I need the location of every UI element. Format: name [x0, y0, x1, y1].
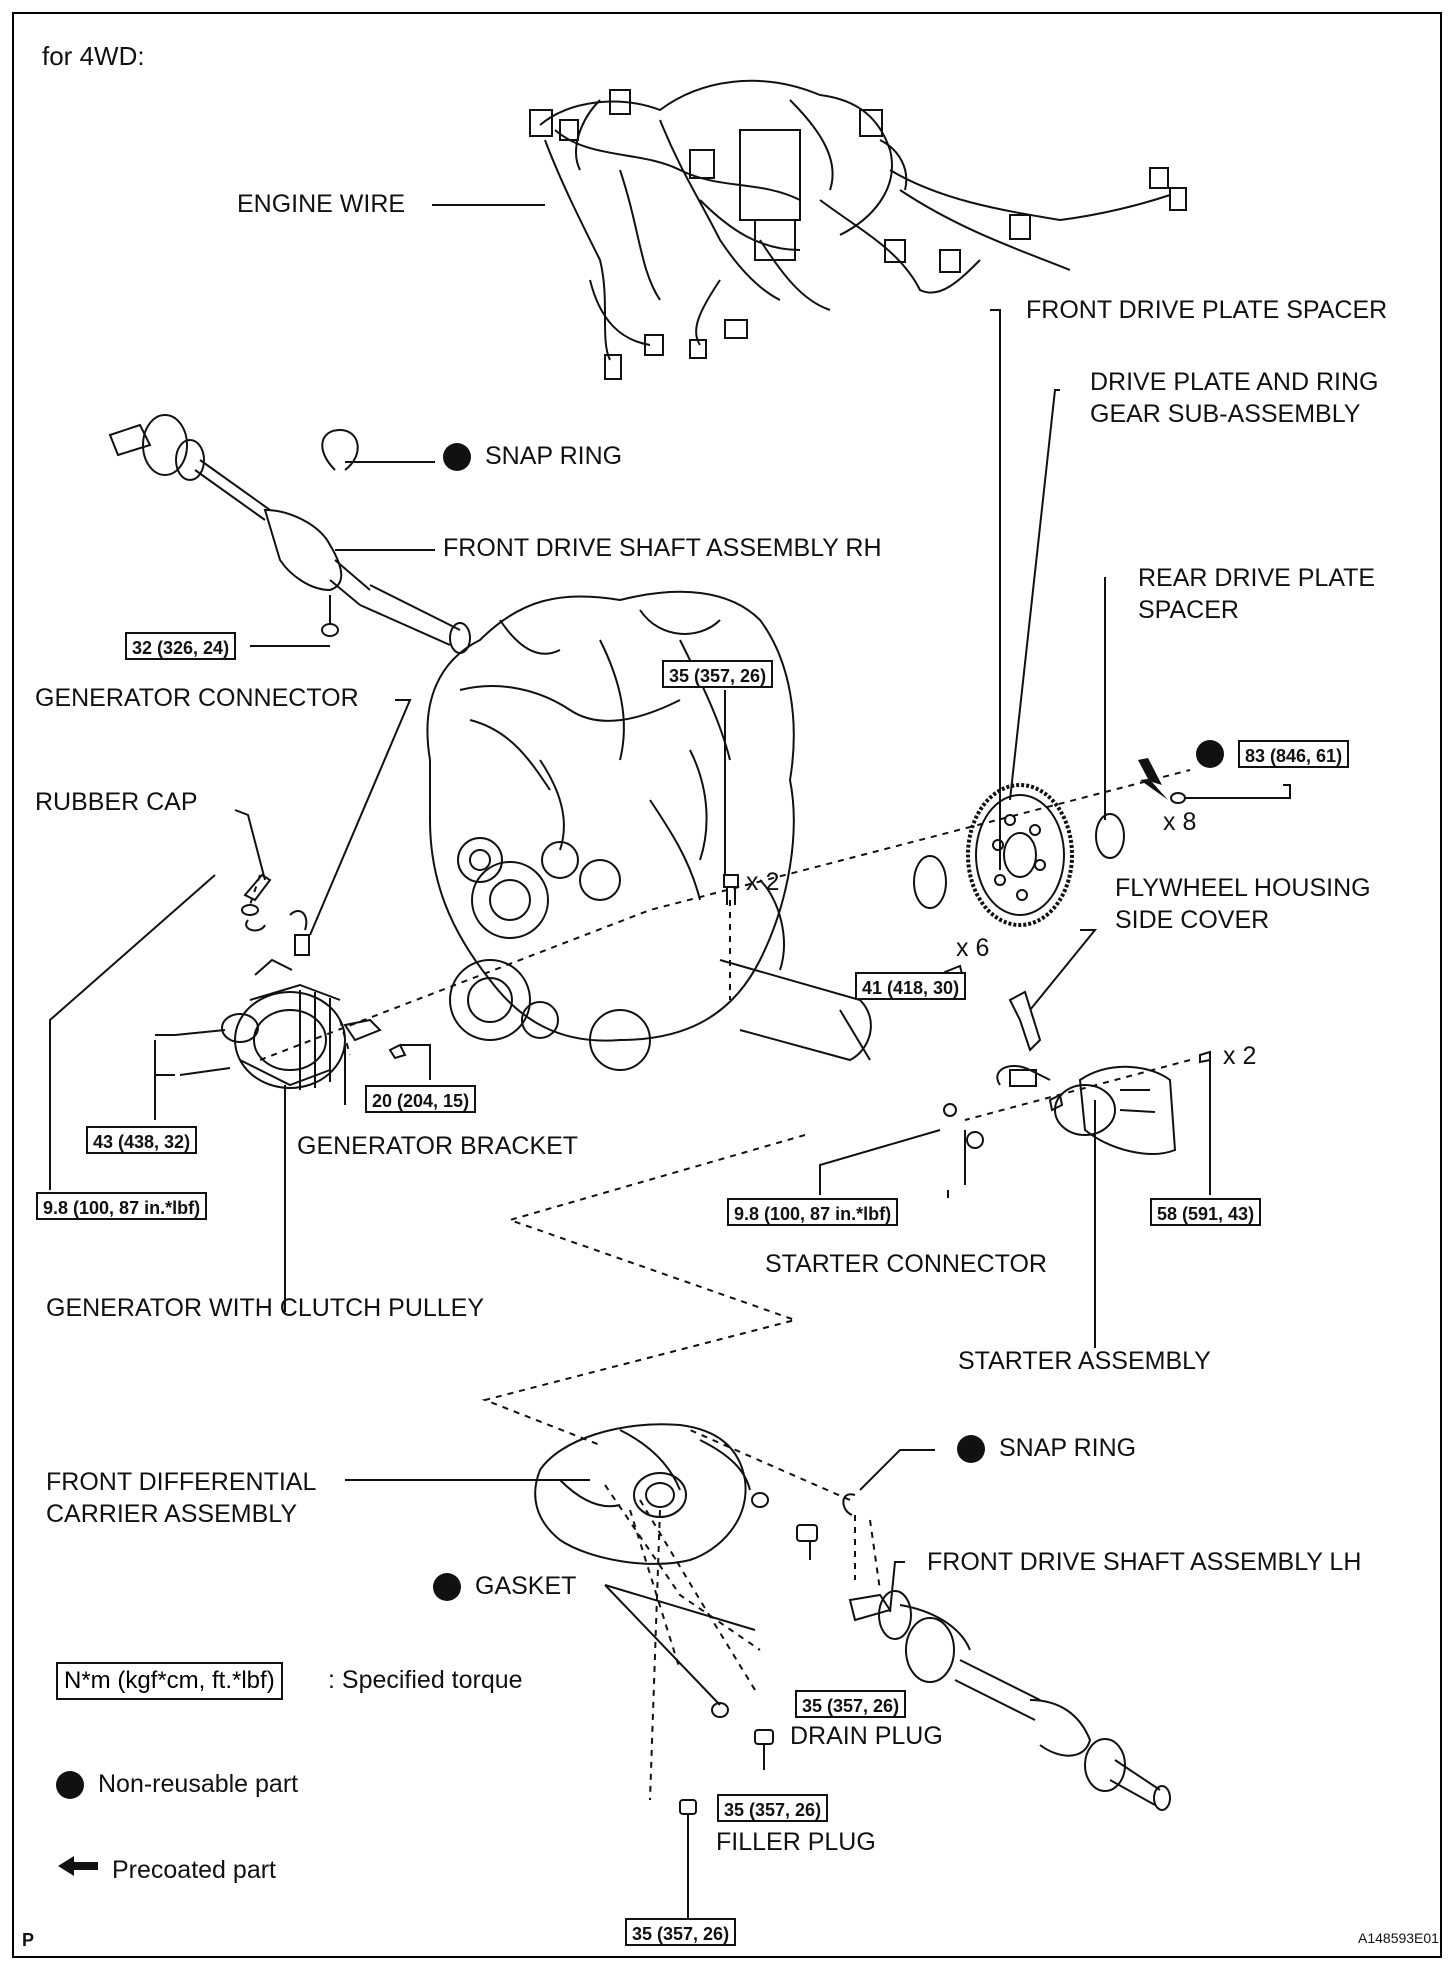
non-reusable-icon: [443, 443, 471, 472]
non-reusable-icon: [433, 1573, 461, 1602]
qty-engine-bolt: x 2: [746, 868, 780, 896]
legend-non-reusable: Non-reusable part: [56, 1768, 298, 1800]
torque-shaft-rh: 32 (326, 24): [125, 632, 237, 660]
label-flywheel-line2: SIDE COVER: [1115, 906, 1270, 934]
torque-engine-bolt: 35 (357, 26): [662, 660, 774, 688]
torque-drive-plate-bolt: 83 (846, 61): [1238, 740, 1350, 768]
plug-drawings: [679, 1492, 818, 1815]
torque-starter-terminal: 9.8 (100, 87 in.*lbf): [727, 1198, 899, 1226]
rear-spacer-drawing: [1095, 813, 1125, 859]
front-spacer-drawing: [913, 855, 947, 909]
label-snap-ring-bottom: SNAP RING: [957, 1432, 1136, 1464]
page-title: for 4WD:: [42, 41, 145, 71]
qty-spacer-bolts: x 6: [956, 934, 990, 962]
label-snap-ring-top: SNAP RING: [443, 440, 622, 472]
label-gasket: GASKET: [433, 1570, 576, 1602]
non-reusable-icon: [1196, 740, 1224, 768]
footer-left-mark: P: [22, 1930, 35, 1950]
label-filler-plug: FILLER PLUG: [716, 1828, 876, 1856]
label-generator-bracket: GENERATOR BRACKET: [297, 1132, 579, 1160]
label-rubber-cap: RUBBER CAP: [35, 788, 198, 816]
drive-plate-ring-gear-drawing: [966, 783, 1074, 927]
flywheel-cover-drawing: [1008, 990, 1042, 1052]
torque-generator-bracket: 20 (204, 15): [365, 1085, 477, 1113]
generator-drawing: [174, 873, 407, 1090]
non-reusable-icon: [56, 1771, 84, 1800]
figure-code: A148593E01: [1358, 1930, 1439, 1946]
label-generator-connector: GENERATOR CONNECTOR: [35, 684, 359, 712]
starter-drawing: [943, 1050, 1211, 1155]
label-starter-assembly: STARTER ASSEMBLY: [958, 1347, 1211, 1375]
label-rear-spacer-line1: REAR DRIVE PLATE: [1138, 564, 1376, 592]
label-diff-line1: FRONT DIFFERENTIAL: [46, 1468, 317, 1496]
label-rear-spacer-line2: SPACER: [1138, 596, 1239, 624]
torque-spacer-bolts: 41 (418, 30): [855, 972, 967, 1000]
drive-shaft-lh-drawing: [848, 1590, 1171, 1811]
torque-drain-plug: 35 (357, 26): [795, 1690, 907, 1718]
label-drive-plate-line2: GEAR SUB-ASSEMBLY: [1090, 400, 1361, 428]
torque-filler-plug: 35 (357, 26): [717, 1794, 829, 1822]
legend-torque-desc: : Specified torque: [328, 1666, 523, 1694]
front-differential-drawing: [534, 1423, 751, 1565]
label-flywheel-line1: FLYWHEEL HOUSING: [1115, 874, 1371, 902]
qty-drive-plate-bolt: x 8: [1163, 808, 1197, 836]
legend-torque-unit-box: N*m (kgf*cm, ft.*lbf): [56, 1662, 283, 1700]
label-front-drive-shaft-rh: FRONT DRIVE SHAFT ASSEMBLY RH: [443, 534, 882, 562]
qty-starter-bolts: x 2: [1223, 1042, 1257, 1070]
torque-generator-terminal: 9.8 (100, 87 in.*lbf): [36, 1192, 208, 1220]
alignment-lines: [249, 769, 1191, 1801]
label-drive-plate-line1: DRIVE PLATE AND RING: [1090, 368, 1379, 396]
snap-ring-bottom-drawing: [842, 1493, 856, 1516]
engine-block-drawing: [426, 590, 872, 1071]
leader-lines: [49, 204, 1291, 1918]
label-front-drive-shaft-lh: FRONT DRIVE SHAFT ASSEMBLY LH: [927, 1548, 1362, 1576]
torque-starter-bolts: 58 (591, 43): [1150, 1198, 1262, 1226]
diagram-frame: [12, 12, 1442, 1958]
label-starter-connector: STARTER CONNECTOR: [765, 1250, 1047, 1278]
precoated-arrow-indicator: [1138, 758, 1168, 800]
engine-wire-harness-drawing: [529, 79, 1187, 380]
torque-diff-bottom: 35 (357, 26): [625, 1918, 737, 1946]
precoated-arrow-icon: [56, 1854, 102, 1886]
drive-plate-bolt-drawing: [1170, 792, 1186, 804]
engine-bolt-drawing: [723, 874, 739, 905]
label-front-drive-plate-spacer: FRONT DRIVE PLATE SPACER: [1026, 296, 1388, 324]
drive-shaft-rh-drawing: [108, 414, 471, 654]
legend-precoated: Precoated part: [56, 1854, 276, 1886]
label-drain-plug: DRAIN PLUG: [790, 1722, 943, 1750]
torque-generator-bolts: 43 (438, 32): [86, 1126, 198, 1154]
label-engine-wire: ENGINE WIRE: [237, 190, 406, 218]
non-reusable-icon: [957, 1435, 985, 1464]
label-generator-with-clutch-pulley: GENERATOR WITH CLUTCH PULLEY: [46, 1294, 485, 1322]
label-diff-line2: CARRIER ASSEMBLY: [46, 1500, 298, 1528]
